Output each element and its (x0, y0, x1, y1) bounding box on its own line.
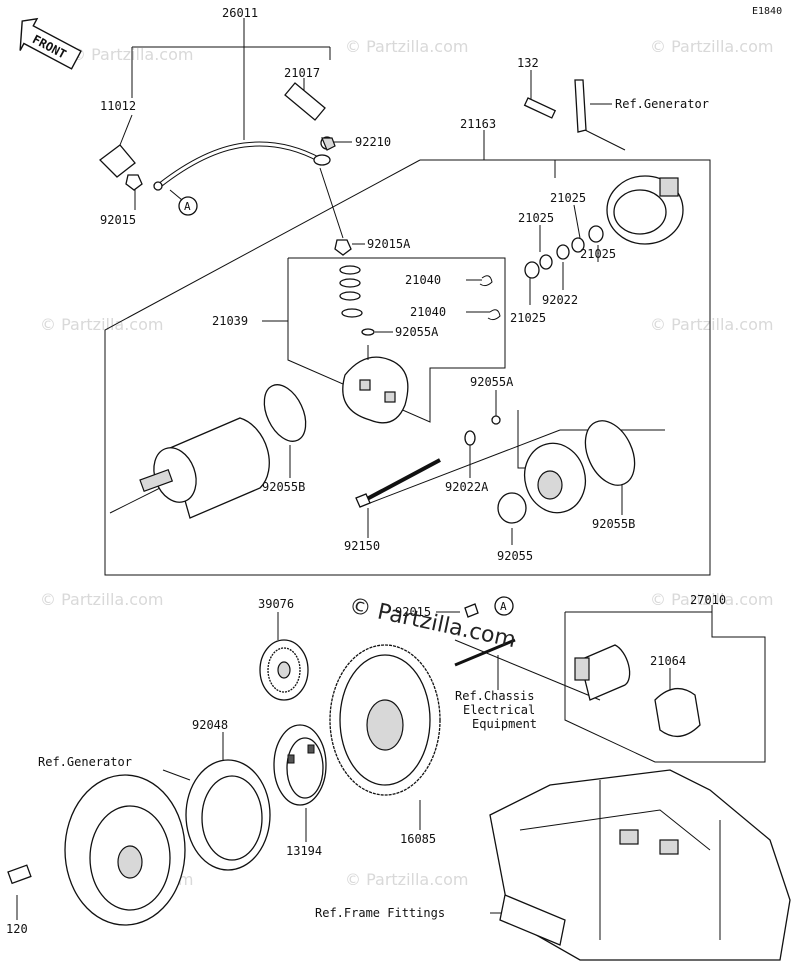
part-label-92048[interactable]: 92048 (192, 718, 228, 732)
ref-chassis-line-3[interactable]: Equipment (472, 717, 537, 731)
brush-spring (479, 275, 501, 321)
part-label-92015[interactable]: 92015 (395, 605, 431, 619)
motor-body (139, 417, 270, 519)
flywheel-part (64, 774, 186, 926)
watermark: © Partzilla.com (650, 37, 773, 56)
part-labels: 26011 11012 92015 21017 92210 132 Ref.Ge… (6, 6, 726, 936)
part-label-27010[interactable]: 27010 (690, 593, 726, 607)
chassis-cable (454, 603, 516, 667)
starter-gear (329, 644, 441, 796)
front-arrow-icon: FRONT (19, 17, 82, 70)
ref-chassis-line-2[interactable]: Electrical (463, 703, 535, 717)
ref-chassis-line-1[interactable]: Ref.Chassis (455, 689, 534, 703)
part-label-21025[interactable]: 21025 (510, 311, 546, 325)
watermark: © Partzilla.com (345, 37, 468, 56)
ref-generator-bottom[interactable]: Ref.Generator (38, 755, 132, 769)
bolt-120 (7, 864, 32, 885)
callout-a-label: A (500, 600, 507, 613)
end-cover-part (606, 175, 684, 245)
part-label-21039[interactable]: 21039 (212, 314, 248, 328)
idle-gear (259, 639, 309, 701)
part-label-92055[interactable]: 92055 (497, 549, 533, 563)
part-label-26011[interactable]: 26011 (222, 6, 258, 20)
part-label-92055b[interactable]: 92055B (592, 517, 635, 531)
part-label-92015a[interactable]: 92015A (367, 237, 411, 251)
cable-cap-part (99, 82, 336, 178)
part-label-92055a[interactable]: 92055A (470, 375, 514, 389)
part-label-21040[interactable]: 21040 (410, 305, 446, 319)
front-cover-part (523, 442, 587, 514)
part-label-92022[interactable]: 92022 (542, 293, 578, 307)
through-bolt (355, 430, 476, 508)
brush-holder-plate (342, 345, 409, 424)
part-label-39076[interactable]: 39076 (258, 597, 294, 611)
callout-a-label: A (184, 200, 191, 213)
part-label-21017[interactable]: 21017 (284, 66, 320, 80)
watermark: © Partzilla.com (650, 315, 773, 334)
part-label-21025[interactable]: 21025 (550, 191, 586, 205)
part-label-11012[interactable]: 11012 (100, 99, 136, 113)
watermark: © Partzilla.com (40, 590, 163, 609)
part-label-92055b[interactable]: 92055B (262, 480, 305, 494)
watermark: © Partzilla.com (345, 870, 468, 889)
part-label-21163[interactable]: 21163 (460, 117, 496, 131)
bolt-132 (523, 79, 587, 133)
part-label-21025[interactable]: 21025 (518, 211, 554, 225)
starter-cable (153, 141, 331, 191)
diagram-code: E1840 (752, 6, 782, 17)
part-label-92210[interactable]: 92210 (355, 135, 391, 149)
part-label-120[interactable]: 120 (6, 922, 28, 936)
one-way-clutch (273, 724, 327, 806)
callout-a: A A (169, 189, 514, 616)
part-label-21025[interactable]: 21025 (580, 247, 616, 261)
part-label-92015[interactable]: 92015 (100, 213, 136, 227)
o-ring-part (263, 384, 636, 524)
part-label-92055a[interactable]: 92055A (395, 325, 439, 339)
part-label-21064[interactable]: 21064 (650, 654, 686, 668)
part-label-92150[interactable]: 92150 (344, 539, 380, 553)
part-label-92022a[interactable]: 92022A (445, 480, 489, 494)
watermark: © Partzilla.com (650, 590, 773, 609)
watermark: © Partzilla.com (40, 315, 163, 334)
shim-washers (524, 225, 604, 279)
nut-part (125, 174, 352, 256)
watermark-center: © Partzilla.com (347, 593, 518, 653)
ref-frame-fittings[interactable]: Ref.Frame Fittings (315, 906, 445, 920)
relay-cover (574, 644, 701, 737)
ref-generator-top[interactable]: Ref.Generator (615, 97, 709, 111)
washer-stack (339, 265, 375, 336)
part-label-132[interactable]: 132 (517, 56, 539, 70)
part-label-16085[interactable]: 16085 (400, 832, 436, 846)
part-label-13194[interactable]: 13194 (286, 844, 322, 858)
part-label-21040[interactable]: 21040 (405, 273, 441, 287)
clutch-housing (185, 759, 271, 871)
frame-structure (489, 769, 791, 961)
